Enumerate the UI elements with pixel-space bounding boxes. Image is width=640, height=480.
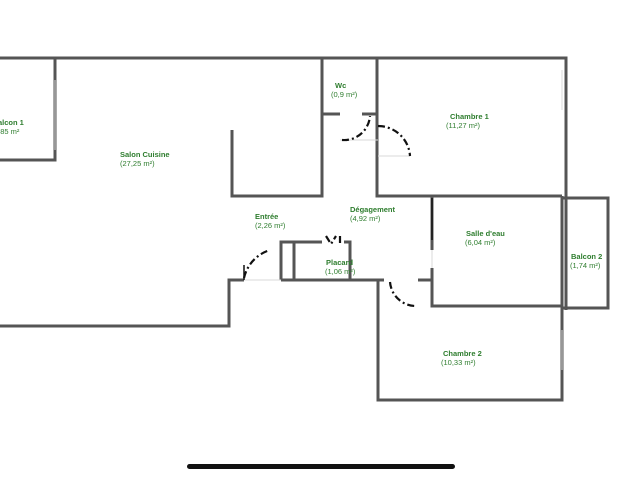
area-degagement: (4,92 m²) <box>350 214 381 223</box>
area-chambre1: (11,27 m²) <box>446 121 481 130</box>
top-exterior-wall <box>0 56 568 310</box>
labels: alcon 1 3,85 m² Salon Cuisine (27,25 m²)… <box>0 81 602 367</box>
chambre1-wall <box>375 114 562 198</box>
label-salle: Salle d'eau <box>466 229 505 238</box>
label-entree: Entrée <box>255 212 278 221</box>
label-wc: Wc <box>335 81 346 90</box>
area-salle: (6,04 m²) <box>465 238 496 247</box>
balcon1-wall <box>0 58 57 162</box>
balcon2-wall <box>562 196 610 310</box>
wc-door <box>341 115 372 142</box>
area-placard: (1,06 m²) <box>325 267 356 276</box>
area-balcon1: 3,85 m² <box>0 127 20 136</box>
area-chambre2: (10,33 m²) <box>441 358 476 367</box>
area-entree: (2,26 m²) <box>255 221 286 230</box>
area-salon: (27,25 m²) <box>120 159 155 168</box>
salon-bottom-wall <box>0 278 244 328</box>
entree-door <box>242 248 271 279</box>
label-salon: Salon Cuisine <box>120 150 170 159</box>
label-chambre2: Chambre 2 <box>443 349 482 358</box>
openings <box>54 70 563 370</box>
doors <box>242 115 433 308</box>
chambre2-wall <box>350 278 564 402</box>
home-indicator[interactable] <box>187 464 455 469</box>
area-balcon2: (1,74 m²) <box>570 261 601 270</box>
label-placard: Placard <box>326 258 354 267</box>
label-balcon2: Balcon 2 <box>571 252 602 261</box>
walls <box>0 56 610 402</box>
salle-wall <box>430 196 564 308</box>
chambre2-door <box>388 281 417 308</box>
label-chambre1: Chambre 1 <box>450 112 489 121</box>
chambre1-door <box>377 124 412 157</box>
label-balcon1: alcon 1 <box>0 118 24 127</box>
label-degagement: Dégagement <box>350 205 396 214</box>
area-wc: (0,9 m²) <box>331 90 358 99</box>
placard-door <box>325 235 342 247</box>
wc-wall <box>322 58 379 116</box>
salon-partition-wall <box>230 58 324 198</box>
